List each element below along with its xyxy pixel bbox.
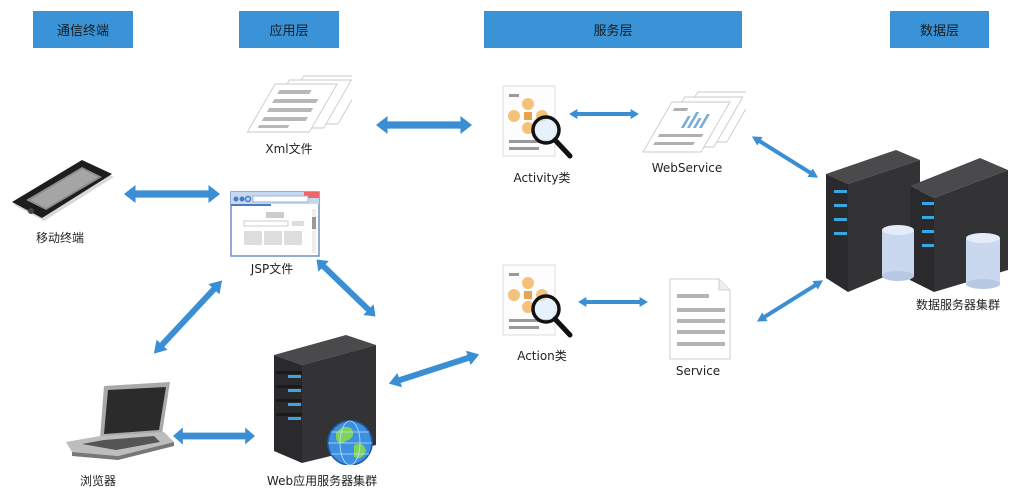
node-label-mobile: 移动终端 (35, 231, 85, 245)
node-label-activity: Activity类 (513, 171, 571, 185)
arrow-service-data (754, 276, 826, 326)
chart-documents-icon (642, 91, 746, 153)
arrow-mobile-jsp (124, 185, 220, 203)
layer-header-label: 数据层 (919, 24, 959, 39)
web-server-globe-icon (274, 335, 376, 465)
documents-stack-icon (246, 75, 352, 133)
layer-header-application: 应用层 (239, 11, 339, 48)
node-label-xml: Xml文件 (265, 142, 313, 156)
smartphone-icon (12, 160, 114, 221)
node-label-service: Service (675, 364, 721, 378)
document-icon (669, 278, 731, 360)
server-icon (910, 158, 1008, 292)
arrow-jsp-browser (148, 275, 228, 359)
laptop-icon (66, 382, 174, 460)
node-label-browser: 浏览器 (79, 474, 117, 488)
database-icon (882, 225, 914, 281)
node-label-jsp: JSP文件 (250, 262, 294, 276)
layer-header-terminal: 通信终端 (33, 11, 133, 48)
arrow-webservice-data (749, 132, 821, 182)
arrow-jsp-webserver (311, 254, 381, 322)
layer-header-data: 数据层 (890, 11, 989, 48)
arrow-xml-activity (376, 116, 472, 134)
server-icon (826, 150, 920, 292)
arrow-webserver-action (386, 347, 482, 391)
arrow-browser-webserver (173, 427, 255, 445)
layer-header-label: 应用层 (269, 24, 309, 39)
database-icon (966, 233, 1000, 289)
node-label-action: Action类 (517, 349, 567, 363)
class-magnifier-icon (502, 264, 573, 338)
node-label-web-server: Web应用服务器集群 (266, 474, 378, 488)
layer-header-service: 服务层 (484, 11, 742, 48)
class-magnifier-icon (502, 85, 573, 159)
layer-header-label: 服务层 (593, 24, 633, 39)
node-label-data-cluster: 数据服务器集群 (915, 298, 1001, 312)
browser-window-icon (230, 191, 320, 257)
node-label-webservice: WebService (651, 161, 723, 175)
layer-header-label: 通信终端 (56, 24, 109, 39)
database-servers-icon (826, 150, 1008, 292)
